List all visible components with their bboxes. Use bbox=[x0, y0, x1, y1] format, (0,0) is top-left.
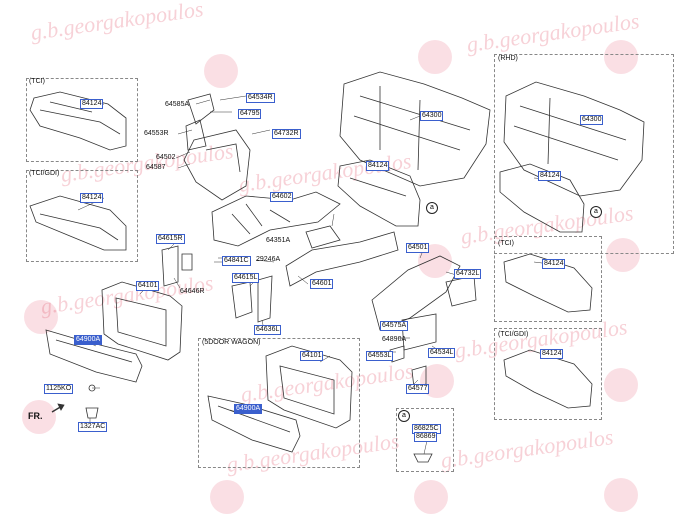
part-label[interactable]: 86869 bbox=[414, 432, 438, 442]
detail-marker: a bbox=[426, 202, 438, 214]
part-label[interactable]: 84124 bbox=[80, 99, 104, 109]
part-label[interactable]: 84124 bbox=[540, 349, 564, 359]
variant-title: (TCI) bbox=[29, 78, 45, 85]
part-label[interactable]: 64732R bbox=[272, 129, 301, 139]
detail-box-a bbox=[396, 408, 454, 472]
part-label[interactable]: 64575A bbox=[380, 321, 409, 331]
part-label[interactable]: 1125KO bbox=[44, 384, 74, 394]
part-label[interactable]: 64577 bbox=[406, 384, 430, 394]
part-label[interactable]: 64900A bbox=[234, 404, 263, 414]
part-label[interactable]: 64501 bbox=[406, 243, 430, 253]
part-label[interactable]: 29246A bbox=[256, 256, 281, 263]
part-label[interactable]: 84124 bbox=[80, 193, 104, 203]
variant-box-rhd bbox=[494, 54, 674, 254]
part-label[interactable]: 64890A bbox=[382, 336, 407, 343]
part-label[interactable]: 64587 bbox=[146, 164, 166, 171]
part-label[interactable]: 64646R bbox=[180, 288, 205, 295]
part-label[interactable]: 64841C bbox=[222, 256, 251, 266]
part-label[interactable]: 64795 bbox=[238, 109, 262, 119]
part-label[interactable]: 64553L bbox=[366, 351, 394, 361]
variant-title: (RHD) bbox=[498, 55, 518, 62]
part-label[interactable]: 64602 bbox=[270, 192, 294, 202]
part-label[interactable]: 64534R bbox=[246, 93, 275, 103]
part-label[interactable]: 64534L bbox=[428, 348, 456, 358]
part-label[interactable]: 64101 bbox=[136, 281, 160, 291]
variant-box-wagon bbox=[198, 338, 360, 468]
part-label[interactable]: 64502 bbox=[156, 154, 176, 161]
part-label[interactable]: 64585A bbox=[165, 101, 190, 108]
part-label[interactable]: 1327AC bbox=[78, 422, 108, 432]
part-label[interactable]: 64900A bbox=[74, 335, 103, 345]
part-label[interactable]: 64300 bbox=[420, 111, 444, 121]
part-label[interactable]: 64732L bbox=[454, 269, 482, 279]
part-label[interactable]: 64615L bbox=[232, 273, 260, 283]
part-label[interactable]: 64101 bbox=[300, 351, 324, 361]
part-label[interactable]: 64351A bbox=[266, 237, 291, 244]
part-label[interactable]: 64553R bbox=[144, 130, 169, 137]
variant-title: (TCI/GDI) bbox=[498, 331, 529, 338]
part-label[interactable]: 84124 bbox=[538, 171, 562, 181]
part-label[interactable]: 64601 bbox=[310, 279, 334, 289]
part-label[interactable]: 84124 bbox=[542, 259, 566, 269]
part-label[interactable]: 64300 bbox=[580, 115, 604, 125]
front-direction-label: FR. bbox=[28, 411, 43, 421]
part-label[interactable]: 84124 bbox=[366, 161, 390, 171]
variant-title: (TCI/GDI) bbox=[29, 170, 60, 177]
detail-marker: a bbox=[398, 410, 410, 422]
variant-box-tci-gdi-right bbox=[494, 328, 602, 420]
variant-title: (5DOOR WAGON) bbox=[202, 339, 261, 346]
variant-box-tci-gdi bbox=[26, 170, 138, 262]
part-label[interactable]: 64615R bbox=[156, 234, 185, 244]
variant-box-tci bbox=[26, 78, 138, 162]
variant-title: (TCI) bbox=[498, 240, 514, 247]
detail-marker: a bbox=[590, 206, 602, 218]
part-label[interactable]: 64636L bbox=[254, 325, 282, 335]
variant-box-tci-right bbox=[494, 236, 602, 322]
